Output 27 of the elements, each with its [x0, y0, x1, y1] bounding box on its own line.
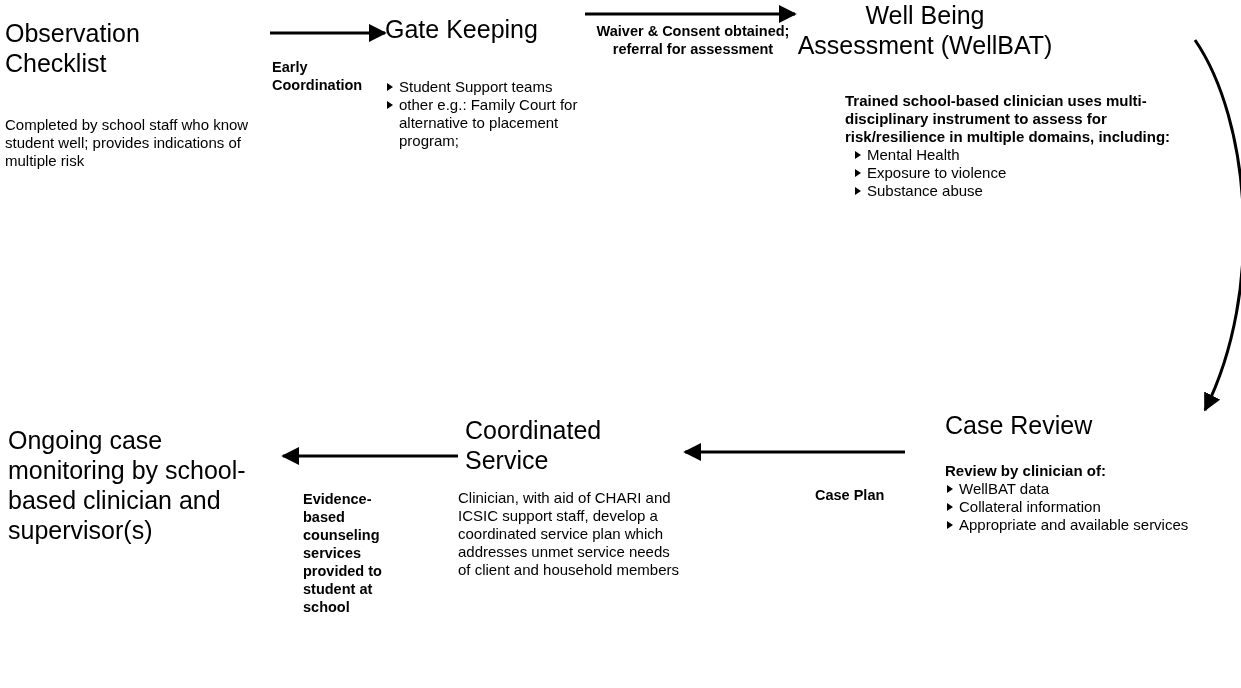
step-title: Well Being Assessment (WellBAT) [796, 0, 1054, 60]
edge-label: Case Plan [815, 486, 886, 504]
bullet-item: Exposure to violence [853, 164, 1195, 182]
bullet-item: other e.g.: Family Court for alternative to placement program; [385, 96, 585, 150]
step-description: Review by clinician of: [945, 462, 1107, 480]
arrow [1193, 39, 1241, 412]
edge-label: Evidence-based counseling services provided to student at school [303, 490, 383, 616]
arrow [270, 24, 387, 42]
arrow [281, 447, 458, 465]
step-description: Clinician, with aid of CHARI and ICSIC support staff, develop a coordinated service plan which addresses unmet service needs of client and household members [458, 489, 680, 579]
edge-label: Waiver & Consent obtained; referral for assessment [595, 22, 791, 58]
step-title: Ongoing case monitoring by school-based clinician and supervisor(s) [8, 425, 247, 545]
arrow [683, 443, 905, 461]
step-description: Completed by school staff who know student well; provides indications of multiple risk [5, 116, 250, 170]
step-title: Case Review [945, 410, 1093, 440]
step-title: Coordinated Service [465, 415, 603, 475]
edge-label: Early Coordination [272, 58, 364, 94]
bullet-item: Student Support teams [385, 78, 585, 96]
bullet-item: Mental Health [853, 146, 1195, 164]
step-title: Gate Keeping [385, 14, 538, 44]
step-description: Trained school-based clinician uses multi-disciplinary instrument to assess for risk/resilience in multiple domains, including: [845, 92, 1172, 146]
bullet-item: Collateral information [945, 498, 1235, 516]
step-title: Observation Checklist [5, 18, 141, 78]
bullet-item: Appropriate and available services [945, 516, 1235, 534]
arrow [585, 5, 797, 23]
bullet-item: Substance abuse [853, 182, 1195, 200]
bullet-item: WellBAT data [945, 480, 1235, 498]
